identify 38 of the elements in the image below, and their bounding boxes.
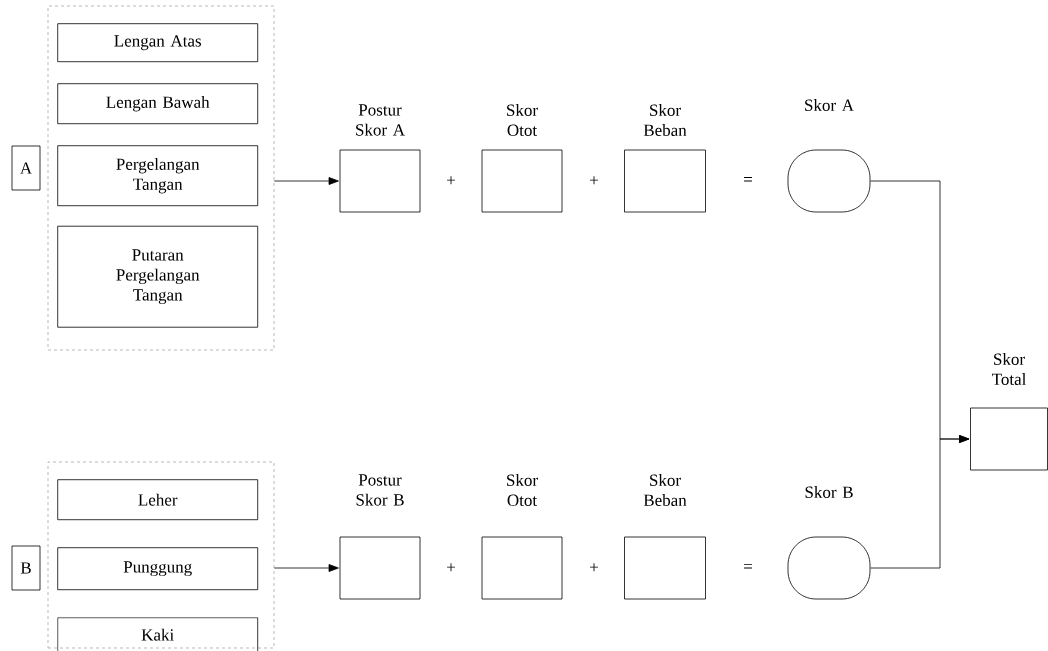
body-part-box: Lengan Atas — [57, 23, 259, 63]
node-label: Skor Otot — [507, 104, 538, 136]
score-box: Skor Beban — [624, 104, 706, 213]
score-box: Postur Skor B — [339, 474, 421, 600]
operator-sign: + — [590, 176, 598, 185]
group-frame — [47, 461, 275, 649]
body-part-box: Pergelangan Tangan — [57, 145, 259, 207]
node-label: Skor Otot — [507, 474, 538, 506]
node-label: Skor A — [805, 99, 854, 111]
group-frame — [47, 5, 275, 351]
body-part-box: Punggung — [57, 547, 259, 591]
score-box: Postur Skor A — [339, 104, 421, 213]
score-oval: Skor B — [787, 486, 871, 600]
arrow — [273, 177, 339, 185]
score-oval: Skor A — [787, 99, 871, 213]
score-box: Skor Beban — [624, 474, 706, 600]
score-box: Skor Total — [970, 353, 1048, 471]
node-label: Skor Beban — [643, 104, 687, 136]
operator-sign: = — [744, 564, 752, 569]
operator-sign: = — [744, 177, 752, 182]
body-part-box: Putaran Pergelangan Tangan — [57, 225, 259, 328]
body-part-box: Kaki — [57, 617, 259, 651]
node-label: Postur Skor B — [356, 474, 404, 506]
arrow — [273, 564, 339, 572]
operator-sign: + — [447, 176, 455, 185]
letter-box: B — [11, 545, 41, 591]
operator-sign: + — [447, 563, 455, 572]
node-label: Skor Total — [991, 353, 1027, 385]
letter-box: A — [11, 145, 41, 191]
score-box: Skor Otot — [481, 474, 563, 600]
body-part-box: Lengan Bawah — [57, 83, 259, 125]
node-label: Skor B — [805, 486, 853, 498]
node-label: Skor Beban — [643, 474, 687, 506]
score-box: Skor Otot — [481, 104, 563, 213]
body-part-box: Leher — [57, 479, 259, 521]
node-label: Postur Skor A — [356, 104, 405, 136]
arrow — [870, 435, 970, 569]
operator-sign: + — [590, 563, 598, 572]
